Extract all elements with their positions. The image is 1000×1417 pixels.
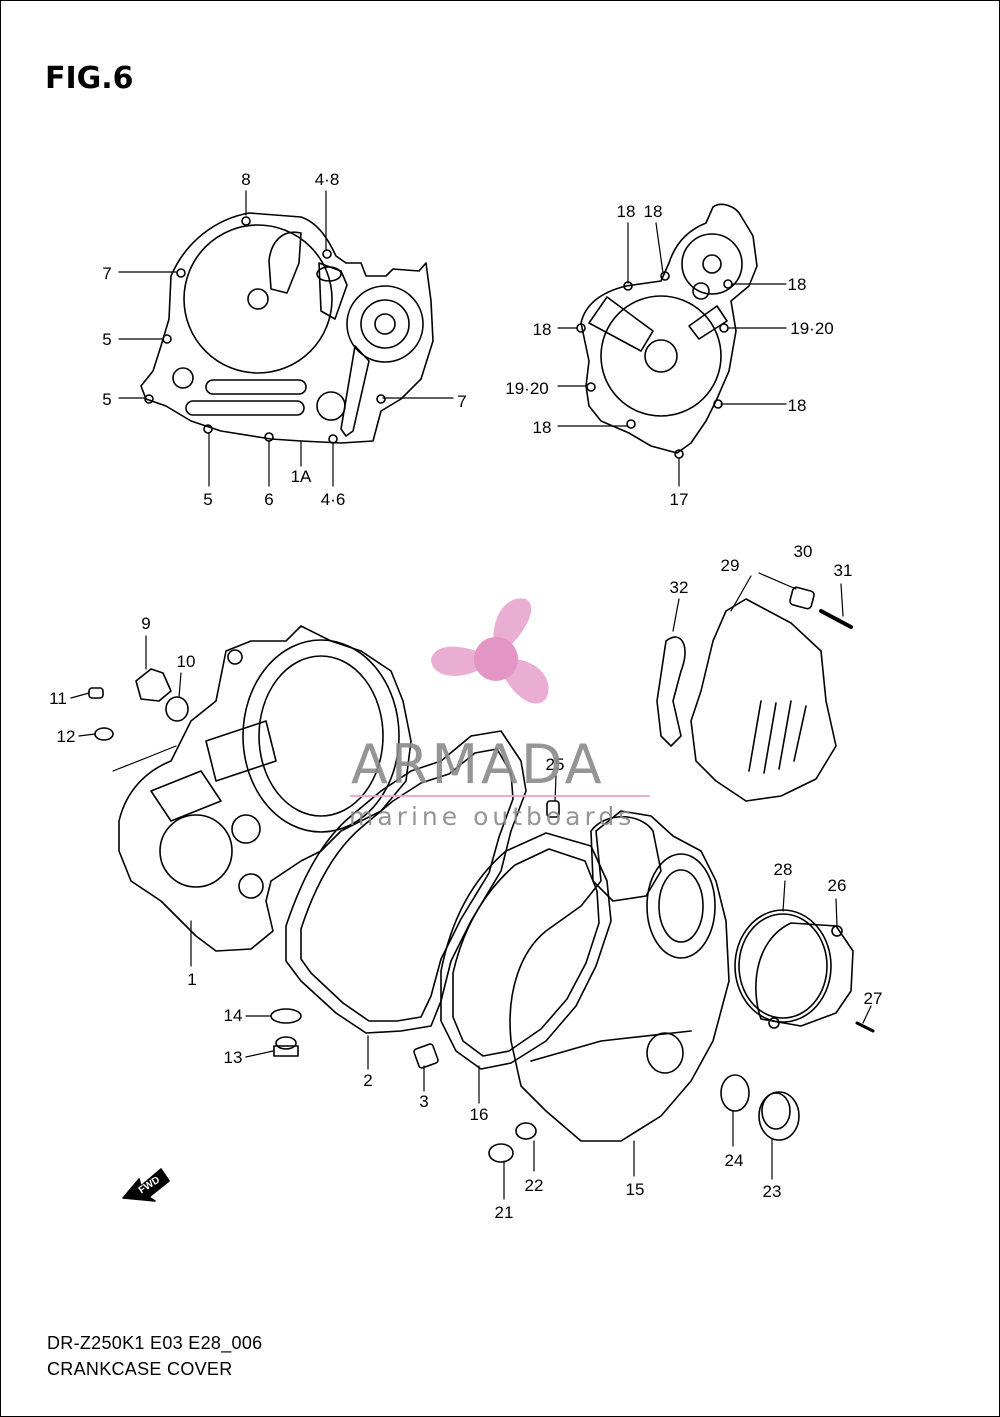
callout-number: 22 <box>525 1176 544 1195</box>
callout-labels: 8 4·8 7 5 5 7 5 6 1A 4·6 18 18 18 18 19·20 19·20 18 18 17 3… <box>49 170 882 1222</box>
figure-title: FIG.6 <box>45 61 134 96</box>
callout-number: 4·8 <box>315 170 340 189</box>
callout-number: 11 <box>49 689 67 708</box>
callout-number: 14 <box>224 1006 243 1025</box>
callout-number: 6 <box>264 490 273 509</box>
callout-number: 8 <box>241 170 250 189</box>
oil-filler-cap-and-bolts-drawing <box>88 668 302 1057</box>
callout-number: 32 <box>670 578 689 597</box>
callout-number: 27 <box>864 989 883 1008</box>
callout-number: 9 <box>141 614 150 633</box>
propeller-logo-icon <box>431 598 549 704</box>
callout-number: 7 <box>102 264 111 283</box>
callout-number: 18 <box>788 275 807 294</box>
callout-number: 19·20 <box>505 379 548 398</box>
callout-number: 16 <box>470 1105 489 1124</box>
model-code: DR-Z250K1 E03 E28_006 <box>47 1333 263 1353</box>
armada-watermark: ARMADA marine outboards <box>349 598 650 831</box>
callout-number: 10 <box>177 652 196 671</box>
callout-number: 23 <box>763 1182 782 1201</box>
callout-number: 4·6 <box>321 490 346 509</box>
callout-number: 29 <box>721 556 740 575</box>
magneto-cover-gasket-drawing <box>440 800 612 1070</box>
callout-number: 17 <box>670 490 689 509</box>
callout-number: 18 <box>533 320 552 339</box>
callout-number: 18 <box>617 202 636 221</box>
sprocket-cover-drawing <box>656 586 853 802</box>
callout-number: 18 <box>788 396 807 415</box>
callout-number: 2 <box>363 1071 372 1090</box>
callout-number: 31 <box>834 561 853 580</box>
callout-number: 21 <box>495 1203 514 1222</box>
callout-number: 5 <box>102 330 111 349</box>
callout-number: 30 <box>794 542 813 561</box>
callout-number: 15 <box>626 1180 645 1199</box>
left-crankcase-drawing <box>118 625 412 952</box>
clutch-cover-drawing <box>140 212 434 444</box>
callout-number: 18 <box>533 418 552 437</box>
callout-number: 26 <box>828 876 847 895</box>
figure-caption: CRANKCASE COVER <box>47 1359 233 1379</box>
magneto-cover-drawing <box>576 203 758 459</box>
callout-number: 24 <box>725 1151 744 1170</box>
fwd-arrow-icon: FWD <box>122 1168 170 1202</box>
callout-number: 18 <box>644 202 663 221</box>
callout-number: 5 <box>203 490 212 509</box>
callout-number: 28 <box>774 860 793 879</box>
callout-number: 19·20 <box>790 319 833 338</box>
callout-number: 1 <box>187 970 196 989</box>
callout-number: 7 <box>457 392 466 411</box>
right-crankcase-cover-drawing <box>509 810 730 1142</box>
callout-number: 12 <box>57 727 76 746</box>
leader-lines <box>70 190 872 1200</box>
callout-number: 13 <box>224 1048 243 1067</box>
small-cover-and-oring-drawing <box>488 909 875 1163</box>
watermark-tagline: marine outboards <box>349 802 635 831</box>
callout-number: 25 <box>546 755 565 774</box>
callout-number: 3 <box>419 1092 428 1111</box>
crankcase-gasket-drawing <box>285 730 527 1069</box>
callout-number: 1A <box>291 467 312 486</box>
callout-number: 5 <box>102 390 111 409</box>
watermark-brand: ARMADA <box>351 733 605 796</box>
